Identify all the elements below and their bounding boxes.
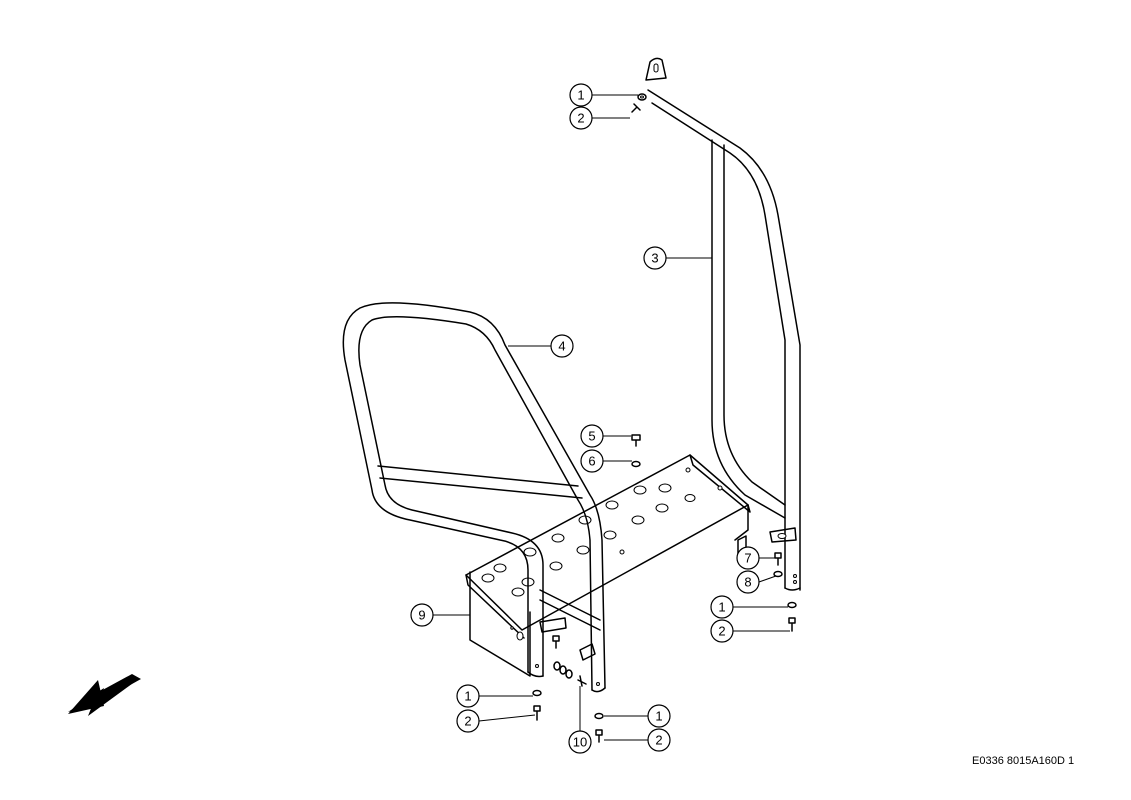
callouts: 1 2 3 4 5 6: [410, 83, 790, 754]
callout-2[interactable]: 2: [569, 106, 593, 130]
callout-6[interactable]: 6: [580, 449, 604, 473]
callout-7[interactable]: 7: [736, 546, 760, 570]
callout-1-right[interactable]: 1: [710, 595, 734, 619]
callout-2-bottom[interactable]: 2: [647, 728, 671, 752]
callout-4[interactable]: 4: [550, 334, 574, 358]
callout-label: 2: [718, 624, 725, 639]
callout-10[interactable]: 10: [568, 730, 592, 754]
callout-1-bottom[interactable]: 1: [647, 704, 671, 728]
callout-1-bottom-left[interactable]: 1: [456, 684, 480, 708]
callout-label: 7: [744, 551, 751, 566]
reference-code: E0336 8015A160D 1: [972, 755, 1075, 767]
callout-label: 6: [588, 454, 595, 469]
callout-label: 1: [464, 689, 471, 704]
callout-label: 3: [651, 251, 658, 266]
step-platform: [465, 454, 751, 639]
callout-label: 9: [418, 608, 425, 623]
fasteners: [532, 93, 797, 743]
callout-label: 5: [588, 429, 595, 444]
callout-3[interactable]: 3: [643, 246, 667, 270]
callout-2-bottom-left[interactable]: 2: [456, 709, 480, 733]
callout-label: 10: [573, 735, 587, 750]
callout-label: 2: [464, 714, 471, 729]
callout-2-right[interactable]: 2: [710, 619, 734, 643]
callout-label: 2: [655, 733, 662, 748]
callout-label: 1: [718, 600, 725, 615]
callout-8[interactable]: 8: [736, 570, 760, 594]
side-plate: [469, 571, 531, 677]
callout-9[interactable]: 9: [410, 603, 434, 627]
callout-label: 2: [577, 111, 584, 126]
callout-label: 1: [655, 709, 662, 724]
callout-label: 4: [558, 339, 565, 354]
callout-1[interactable]: 1: [569, 83, 593, 107]
handrail-right: [645, 57, 801, 591]
handrail-left: [342, 302, 606, 693]
callout-label: 1: [577, 88, 584, 103]
direction-arrow-icon: [68, 674, 141, 716]
callout-5[interactable]: 5: [580, 424, 604, 448]
callout-label: 8: [744, 575, 751, 590]
